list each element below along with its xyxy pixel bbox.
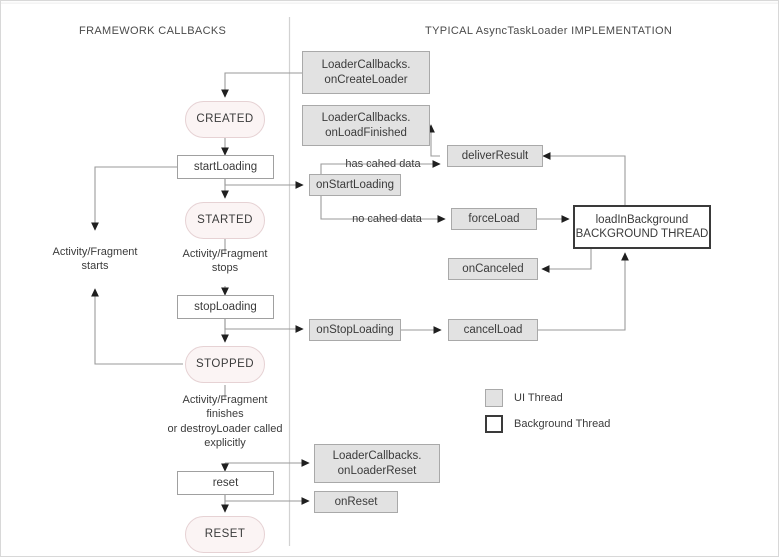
box-on-create-loader[interactable]: LoaderCallbacks. onCreateLoader xyxy=(302,51,430,94)
box-load-in-background[interactable]: loadInBackground BACKGROUND THREAD xyxy=(573,205,711,249)
legend-label-background-thread: Background Thread xyxy=(514,418,611,430)
box-start-loading[interactable]: startLoading xyxy=(177,155,274,179)
state-reset[interactable]: RESET xyxy=(185,516,265,553)
box-on-load-finished[interactable]: LoaderCallbacks. onLoadFinished xyxy=(302,105,430,146)
box-reset[interactable]: reset xyxy=(177,471,274,495)
box-on-loader-reset[interactable]: LoaderCallbacks. onLoaderReset xyxy=(314,444,440,483)
box-cancel-load[interactable]: cancelLoad xyxy=(448,319,538,341)
box-on-reset[interactable]: onReset xyxy=(314,491,398,513)
box-stop-loading[interactable]: stopLoading xyxy=(177,295,274,319)
section-title-framework-callbacks: FRAMEWORK CALLBACKS xyxy=(79,25,227,37)
edge-label-no-cached-data: no cahed data xyxy=(352,213,422,225)
legend-swatch-ui-thread xyxy=(485,389,503,407)
state-started[interactable]: STARTED xyxy=(185,202,265,239)
box-on-stop-loading[interactable]: onStopLoading xyxy=(309,319,401,341)
edge-label-activity-starts: Activity/Fragment starts xyxy=(52,246,138,273)
section-title-asynctaskloader: TYPICAL AsyncTaskLoader IMPLEMENTATION xyxy=(425,25,673,37)
legend-label-ui-thread: UI Thread xyxy=(514,392,563,404)
box-on-canceled[interactable]: onCanceled xyxy=(448,258,538,280)
edge-label-activity-stops: Activity/Fragment stops xyxy=(182,248,268,275)
state-created[interactable]: CREATED xyxy=(185,101,265,138)
edge-label-has-cached-data: has cahed data xyxy=(345,158,421,170)
box-deliver-result[interactable]: deliverResult xyxy=(447,145,543,167)
edge-label-activity-finishes: Activity/Fragment finishes or destroyLoa… xyxy=(167,394,283,449)
state-stopped[interactable]: STOPPED xyxy=(185,346,265,383)
legend-swatch-background-thread xyxy=(485,415,503,433)
box-force-load[interactable]: forceLoad xyxy=(451,208,537,230)
box-on-start-loading[interactable]: onStartLoading xyxy=(309,174,401,196)
